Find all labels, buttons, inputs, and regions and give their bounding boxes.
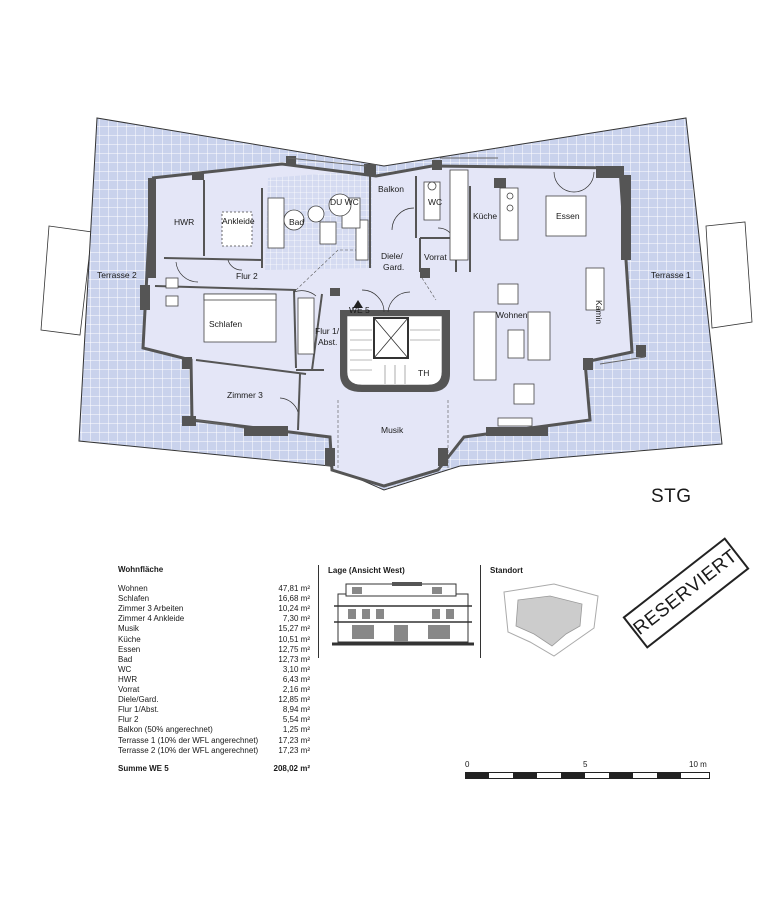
elevation-west-drawing bbox=[332, 582, 474, 646]
room-label-terrasse1: Terrasse 1 bbox=[651, 270, 691, 280]
room-label-hwr: HWR bbox=[174, 217, 194, 227]
area-row-value: 12,75 m² bbox=[278, 644, 310, 654]
area-row-value: 47,81 m² bbox=[278, 584, 310, 594]
area-row-name: Musik bbox=[118, 624, 139, 634]
room-label-schlafen: Schlafen bbox=[209, 319, 242, 329]
area-row: Schlafen 16,68 m² bbox=[118, 594, 310, 604]
area-row: Musik 15,27 m² bbox=[118, 624, 310, 634]
area-row-value: 5,54 m² bbox=[282, 715, 310, 725]
area-row-name: Terrasse 2 (10% der WFL angerechnet) bbox=[118, 745, 259, 755]
area-row-value: 10,51 m² bbox=[278, 634, 310, 644]
area-row: Zimmer 4 Ankleide 7,30 m² bbox=[118, 614, 310, 624]
standort-title: Standort bbox=[490, 566, 523, 575]
area-row: Flur 1/Abst. 8,94 m² bbox=[118, 705, 310, 715]
area-row-name: Balkon (50% angerechnet) bbox=[118, 725, 213, 735]
room-label-flur2: Flur 2 bbox=[236, 271, 258, 281]
area-table: Wohnfläche Wohnen 47,81 m² Schlafen 16,68 m… bbox=[118, 565, 310, 774]
divider-left bbox=[318, 565, 319, 658]
area-row-name: Terrasse 1 (10% der WFL angerechnet) bbox=[118, 735, 259, 745]
room-label-essen: Essen bbox=[556, 211, 580, 221]
area-row-value: 12,73 m² bbox=[278, 654, 310, 664]
area-row-name: Flur 1/Abst. bbox=[118, 705, 159, 715]
area-row: Wohnen 47,81 m² bbox=[118, 584, 310, 594]
room-label-wc: WC bbox=[428, 197, 442, 207]
area-total-row: Summe WE 5 208,02 m² bbox=[118, 764, 310, 774]
room-label-balkon: Balkon bbox=[378, 184, 404, 194]
area-row-value: 16,68 m² bbox=[278, 594, 310, 604]
room-label-we: WE 5 bbox=[349, 305, 370, 315]
area-total-label: Summe WE 5 bbox=[118, 763, 169, 773]
room-label-zimmer3: Zimmer 3 bbox=[227, 390, 263, 400]
room-label-du-wc: DU WC bbox=[330, 197, 359, 207]
area-row-value: 1,25 m² bbox=[282, 725, 310, 735]
area-row-name: HWR bbox=[118, 674, 138, 684]
room-label-bad: Bad bbox=[289, 217, 304, 227]
area-row-value: 2,16 m² bbox=[282, 685, 310, 695]
area-table-title: Wohnfläche bbox=[118, 565, 164, 574]
floor-plan: HWR Ankleide Bad DU WC Balkon WC Küche E… bbox=[40, 117, 753, 491]
area-row: Flur 2 5,54 m² bbox=[118, 715, 310, 725]
area-row-value: 17,23 m² bbox=[278, 735, 310, 745]
area-row-value: 7,30 m² bbox=[282, 614, 310, 624]
area-row-value: 10,24 m² bbox=[278, 604, 310, 614]
area-row-name: Flur 2 bbox=[118, 715, 139, 725]
site-location-drawing bbox=[503, 583, 599, 657]
room-label-th: TH bbox=[418, 368, 429, 378]
divider-right bbox=[480, 565, 481, 658]
area-row-value: 15,27 m² bbox=[278, 624, 310, 634]
area-row: HWR 6,43 m² bbox=[118, 675, 310, 685]
area-row: Zimmer 3 Arbeiten 10,24 m² bbox=[118, 604, 310, 614]
area-total-value: 208,02 m² bbox=[273, 763, 310, 773]
scale-label-10: 10 m bbox=[689, 760, 707, 769]
room-label-musik: Musik bbox=[381, 425, 404, 435]
area-row-name: Küche bbox=[118, 634, 141, 644]
room-label-gard: Gard. bbox=[383, 262, 404, 272]
area-row-name: Zimmer 4 Ankleide bbox=[118, 614, 185, 624]
room-label-kueche: Küche bbox=[473, 211, 497, 221]
area-row: Diele/Gard. 12,85 m² bbox=[118, 695, 310, 705]
area-row-name: Schlafen bbox=[118, 594, 150, 604]
area-row-name: Diele/Gard. bbox=[118, 695, 159, 705]
area-row-value: 6,43 m² bbox=[282, 674, 310, 684]
lage-title: Lage (Ansicht West) bbox=[328, 566, 405, 575]
area-row-name: WC bbox=[118, 664, 132, 674]
room-label-flur1: Flur 1/ bbox=[315, 326, 340, 336]
area-row: Vorrat 2,16 m² bbox=[118, 685, 310, 695]
area-row-value: 3,10 m² bbox=[282, 664, 310, 674]
level-label: STG bbox=[651, 486, 692, 507]
reserved-stamp: RESERVIERT bbox=[622, 537, 750, 649]
area-row-name: Wohnen bbox=[118, 584, 148, 594]
area-row: WC 3,10 m² bbox=[118, 665, 310, 675]
area-row-name: Zimmer 3 Arbeiten bbox=[118, 604, 184, 614]
area-row: Balkon (50% angerechnet) 1,25 m² bbox=[118, 725, 310, 735]
area-row-name: Vorrat bbox=[118, 685, 140, 695]
room-label-vorrat: Vorrat bbox=[424, 252, 447, 262]
area-row: Essen 12,75 m² bbox=[118, 645, 310, 655]
area-row-name: Bad bbox=[118, 654, 133, 664]
room-label-ankleide: Ankleide bbox=[222, 216, 255, 226]
area-row-name: Essen bbox=[118, 644, 141, 654]
room-label-diele: Diele/ bbox=[381, 251, 403, 261]
scale-label-5: 5 bbox=[583, 760, 588, 769]
scale-bar bbox=[465, 772, 710, 779]
area-row-value: 8,94 m² bbox=[282, 705, 310, 715]
area-row: Küche 10,51 m² bbox=[118, 635, 310, 645]
area-row: Bad 12,73 m² bbox=[118, 655, 310, 665]
room-label-abst: Abst. bbox=[318, 337, 337, 347]
area-row: Terrasse 1 (10% der WFL angerechnet) 17,2… bbox=[118, 736, 310, 746]
area-row-value: 12,85 m² bbox=[278, 695, 310, 705]
room-label-kamin: Kamin bbox=[594, 300, 604, 324]
area-row: Terrasse 2 (10% der WFL angerechnet) 17,2… bbox=[118, 746, 310, 756]
room-label-wohnen: Wohnen bbox=[496, 310, 528, 320]
area-row-value: 17,23 m² bbox=[278, 745, 310, 755]
scale-label-0: 0 bbox=[465, 760, 470, 769]
room-label-terrasse2: Terrasse 2 bbox=[97, 270, 137, 280]
